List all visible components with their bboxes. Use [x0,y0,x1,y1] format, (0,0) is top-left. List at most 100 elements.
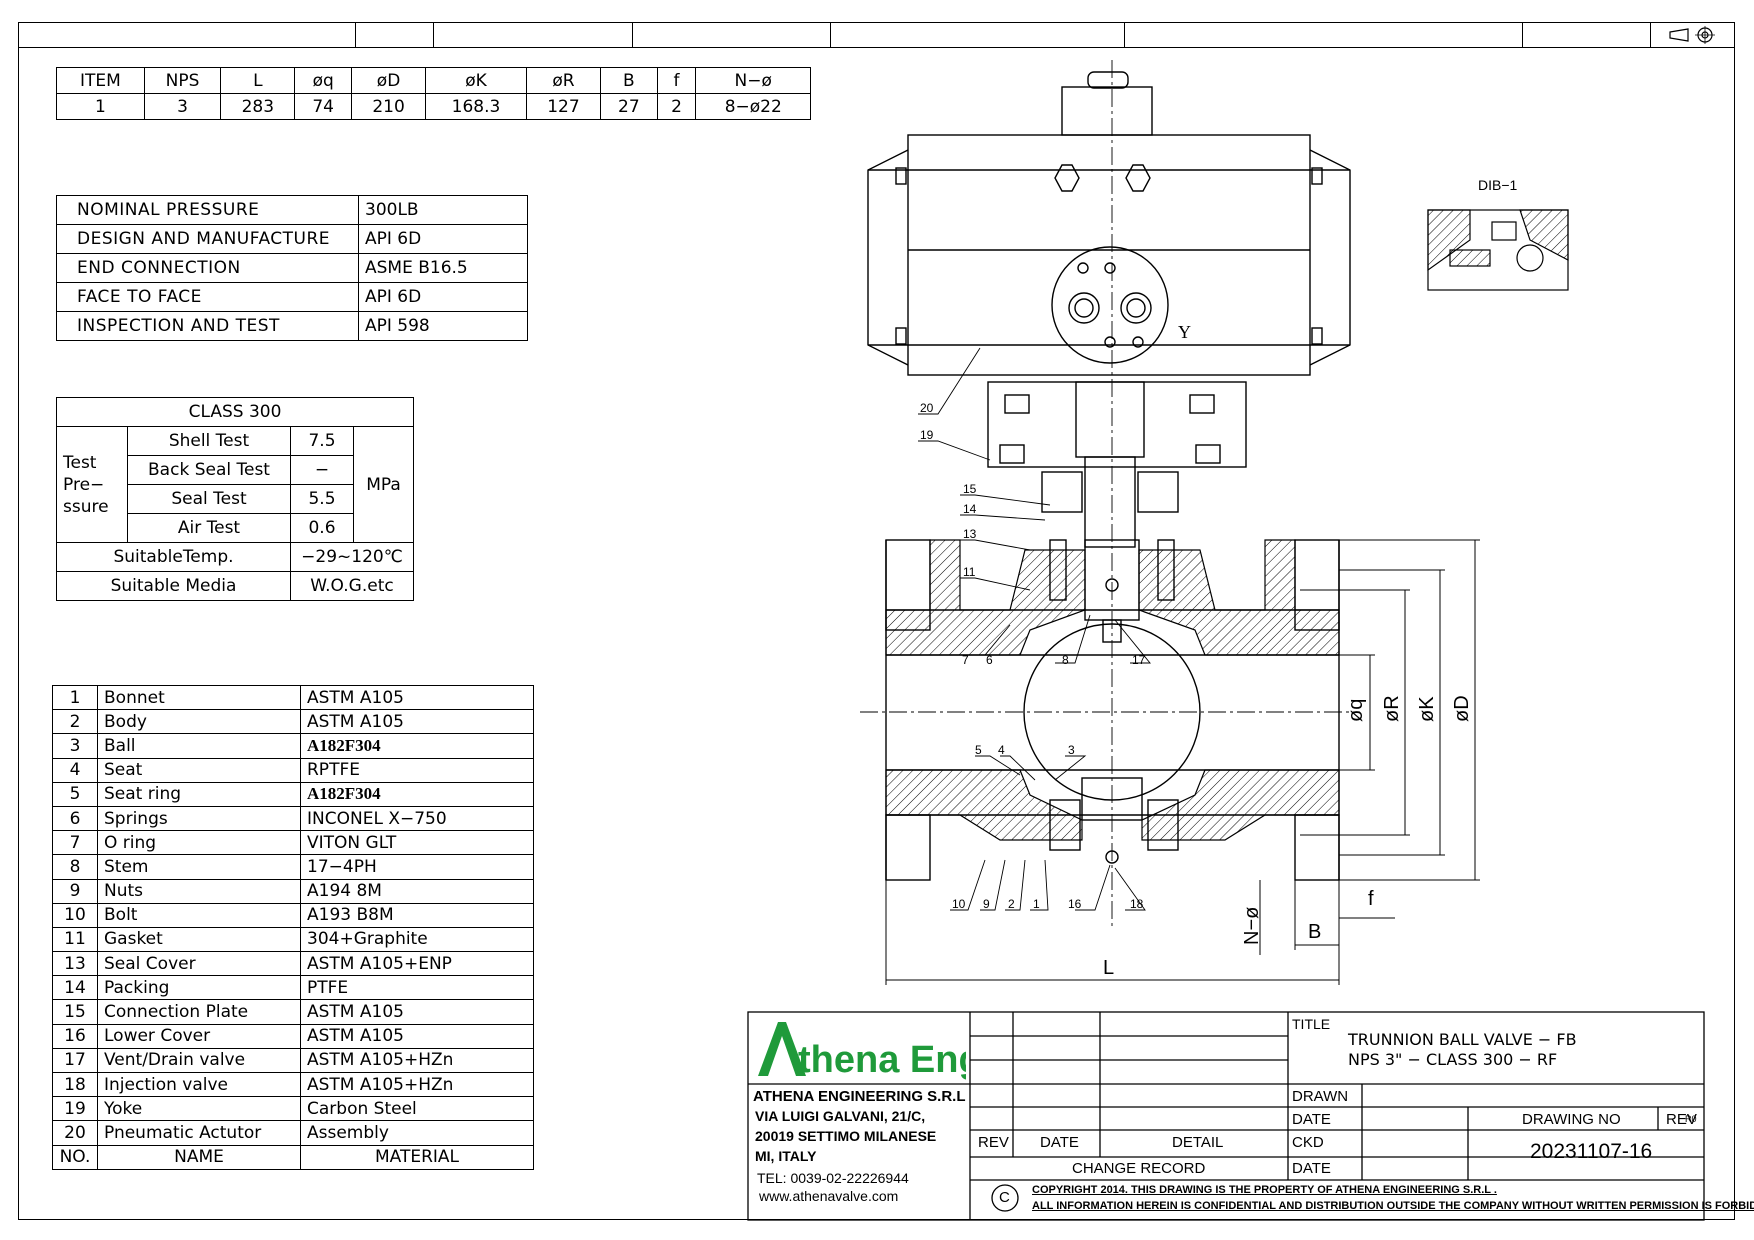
ckd-label: CKD [1292,1134,1324,1151]
dims-value: 127 [525,93,602,120]
athena-logo: thena Eng [752,1018,982,1081]
test-label-line: Test [63,452,97,473]
actuator-body [907,134,1311,376]
zone-divider [1124,22,1125,48]
part-name: Injection valve [97,1071,301,1098]
media-value: W.O.G.etc [290,571,414,601]
rev-column-header: REV [978,1134,1009,1151]
telephone: TEL: 0039-02-22226944 [757,1170,909,1186]
dims-header: øD [350,67,427,94]
part-name: Gasket [97,926,301,953]
spec-value: 300LB [358,195,528,225]
zone-divider [1522,22,1523,48]
copyright-line: ALL INFORMATION HEREIN IS CONFIDENTIAL A… [1032,1200,1754,1212]
balloon-19: 19 [920,428,934,442]
balloon-15: 15 [963,482,977,496]
class-title: CLASS 300 [56,397,414,427]
balloon-2: 2 [1008,897,1015,911]
part-name: Seat ring [97,781,301,807]
balloon-13: 13 [963,527,977,541]
part-material: ASTM A105 [300,709,534,735]
projection-symbol-icon [1669,26,1715,44]
rev-value: R0 [1685,1114,1697,1124]
date-label: DATE [1292,1111,1331,1128]
balloon-17: 17 [1132,653,1146,667]
part-material: A193 B8M [300,902,534,928]
balloon-5: 5 [975,743,982,757]
parts-header-no: NO. [52,1144,98,1170]
dims-value: 210 [350,93,427,120]
balloon-20: 20 [920,401,934,415]
test-value: 5.5 [290,484,354,514]
part-no: 10 [52,902,98,928]
part-name: Pneumatic Actutor [97,1120,301,1146]
drawing-number: 20231107-16 [1530,1140,1653,1163]
address-line: MI, ITALY [755,1148,817,1164]
balloon-16: 16 [1068,897,1082,911]
date-column-header: DATE [1040,1134,1079,1151]
title-label: TITLE [1292,1016,1331,1032]
title-block-grid [747,1011,1705,1221]
pressure-unit: MPa [353,426,414,543]
dims-value-row: 1 3 283 74 210 168.3 127 27 2 8−ø22 [56,93,811,120]
dims-value: 1 [56,93,145,120]
drawn-label: DRAWN [1292,1088,1349,1105]
part-material: VITON GLT [300,830,534,856]
part-name: Body [97,709,301,735]
zone-divider [1650,22,1651,48]
parts-header-material: MATERIAL [300,1144,534,1170]
address-line: VIA LUIGI GALVANI, 21/C, [755,1108,926,1124]
rev-label: REV [1666,1111,1697,1128]
part-material: ASTM A105 [300,684,534,711]
part-name: Bolt [97,902,301,928]
part-material: ASTM A105 [300,999,534,1025]
dims-value: 3 [143,93,222,120]
date-label: DATE [1292,1160,1331,1177]
dib-detail [1427,209,1569,291]
athena-logo-graphic: thena Eng [758,1022,982,1081]
dims-header-row: ITEM NPS L øq øD øK øR B f N−ø [56,67,811,94]
part-material: ASTM A105 [300,1023,534,1049]
balloon-18: 18 [1130,897,1144,911]
part-material: A182F304 [300,733,534,759]
dims-header: øq [294,67,352,94]
drawing-title-line: NPS 3" − CLASS 300 − RF [1348,1050,1558,1069]
logo-text: thena Eng [798,1039,966,1080]
spec-value: API 598 [358,311,528,341]
zone-divider [433,22,434,48]
change-record-label: CHANGE RECORD [1072,1160,1206,1177]
part-material: 17−4PH [300,854,534,880]
dims-value: 74 [294,93,352,120]
part-name: Ball [97,733,301,759]
balloon-7: 7 [962,653,969,667]
balloon-11: 11 [963,565,976,579]
parts-header-name: NAME [97,1144,301,1170]
website-link[interactable]: www.athenavalve.com [759,1188,899,1204]
media-label: Suitable Media [56,571,291,601]
dim-n-label: N−ø [1241,907,1263,945]
dims-value: 27 [600,93,658,120]
test-label-line: Pre− [63,474,105,495]
dims-header: L [220,67,296,94]
copyright-icon: C [999,1189,1010,1206]
test-name: Seal Test [127,484,291,514]
part-name: Connection Plate [97,999,301,1025]
part-no: 1 [52,684,98,711]
drawing-title-line: TRUNNION BALL VALVE − FB [1348,1030,1577,1049]
actuator-top-cap [1061,86,1153,136]
temp-value: −29~120℃ [290,542,414,572]
drawing-no-label: DRAWING NO [1522,1111,1621,1128]
temp-label: SuitableTemp. [56,542,291,572]
dim-f-label: f [1368,888,1374,910]
balloon-3: 3 [1068,743,1075,757]
